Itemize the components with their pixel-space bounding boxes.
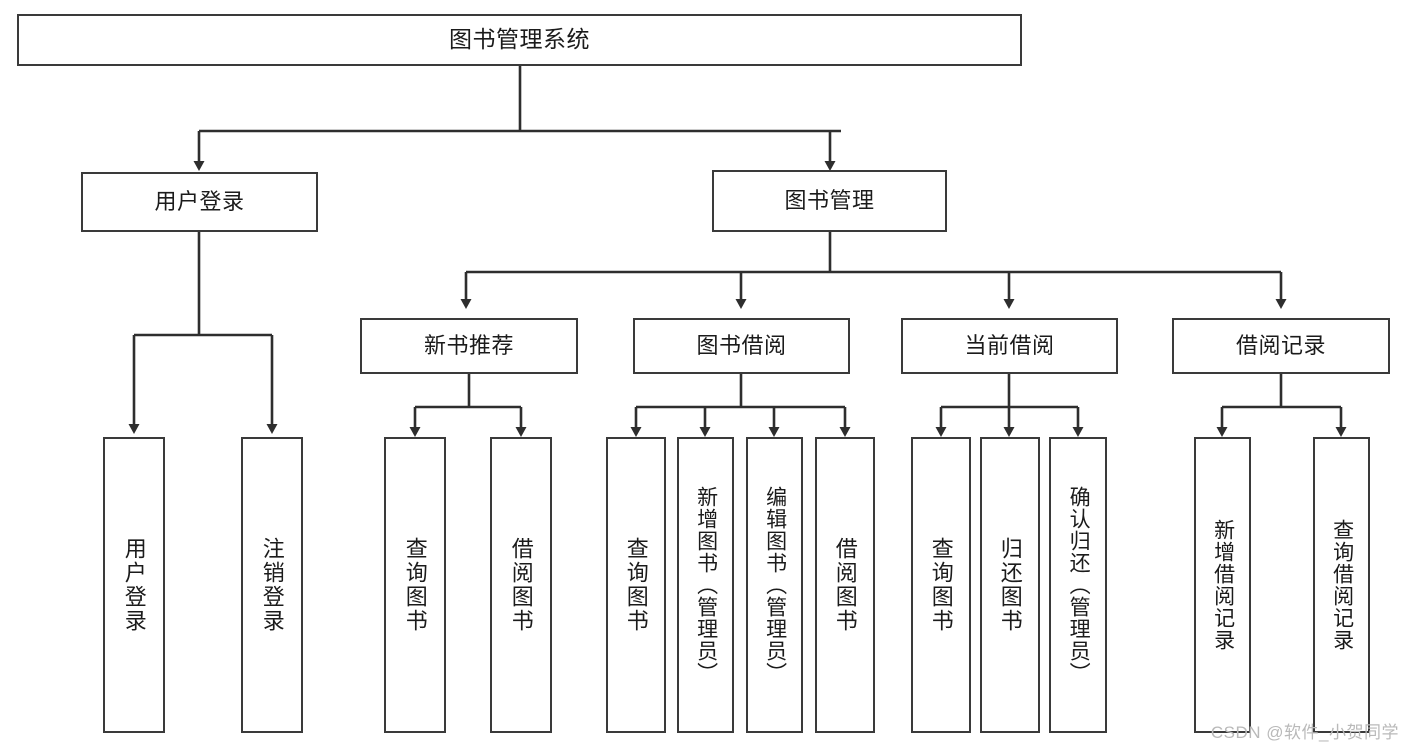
node-label: 借阅记录: [1235, 332, 1326, 358]
node-book-borrow[interactable]: 图书借阅: [633, 318, 850, 374]
node-label: 新增图书（管理员）: [694, 486, 718, 684]
leaf-recommend-query-book[interactable]: 查询图书: [384, 437, 446, 733]
node-label: 归还图书: [997, 537, 1023, 633]
node-label: 当前借阅: [964, 332, 1055, 358]
leaf-record-add-borrow-record[interactable]: 新增借阅记录: [1194, 437, 1251, 733]
node-label: 查询借阅记录: [1330, 519, 1354, 651]
node-root-system[interactable]: 图书管理系统: [17, 14, 1022, 66]
node-borrow-record[interactable]: 借阅记录: [1172, 318, 1390, 374]
node-label: 借阅图书: [832, 537, 858, 633]
node-label: 查询图书: [402, 537, 428, 633]
leaf-recommend-borrow-book[interactable]: 借阅图书: [490, 437, 552, 733]
leaf-current-query-book[interactable]: 查询图书: [911, 437, 971, 733]
leaf-current-confirm-return-admin[interactable]: 确认归还（管理员）: [1049, 437, 1107, 733]
node-label: 图书管理系统: [449, 26, 590, 53]
node-user-login[interactable]: 用户登录: [81, 172, 318, 232]
node-new-book-recommend[interactable]: 新书推荐: [360, 318, 578, 374]
node-label: 编辑图书（管理员）: [763, 486, 787, 684]
leaf-borrow-query-book[interactable]: 查询图书: [606, 437, 666, 733]
node-label: 图书借阅: [696, 332, 787, 358]
leaf-record-query-borrow-record[interactable]: 查询借阅记录: [1313, 437, 1370, 733]
leaf-borrow-borrow-book[interactable]: 借阅图书: [815, 437, 875, 733]
leaf-user-login[interactable]: 用户登录: [103, 437, 165, 733]
node-label: 查询图书: [928, 537, 954, 633]
node-label: 新增借阅记录: [1211, 519, 1235, 651]
leaf-borrow-edit-book-admin[interactable]: 编辑图书（管理员）: [746, 437, 803, 733]
node-book-management[interactable]: 图书管理: [712, 170, 947, 232]
node-current-borrow[interactable]: 当前借阅: [901, 318, 1118, 374]
node-label: 借阅图书: [508, 537, 534, 633]
node-label: 用户登录: [154, 188, 245, 214]
csdn-watermark: CSDN @软件_小贺同学: [1210, 723, 1399, 742]
leaf-borrow-add-book-admin[interactable]: 新增图书（管理员）: [677, 437, 734, 733]
node-label: 用户登录: [121, 537, 147, 633]
leaf-current-return-book[interactable]: 归还图书: [980, 437, 1040, 733]
node-label: 图书管理: [784, 187, 875, 213]
node-label: 确认归还（管理员）: [1067, 486, 1091, 684]
node-label: 注销登录: [259, 537, 285, 633]
leaf-user-logout[interactable]: 注销登录: [241, 437, 303, 733]
node-label: 查询图书: [623, 537, 649, 633]
node-label: 新书推荐: [423, 332, 514, 358]
